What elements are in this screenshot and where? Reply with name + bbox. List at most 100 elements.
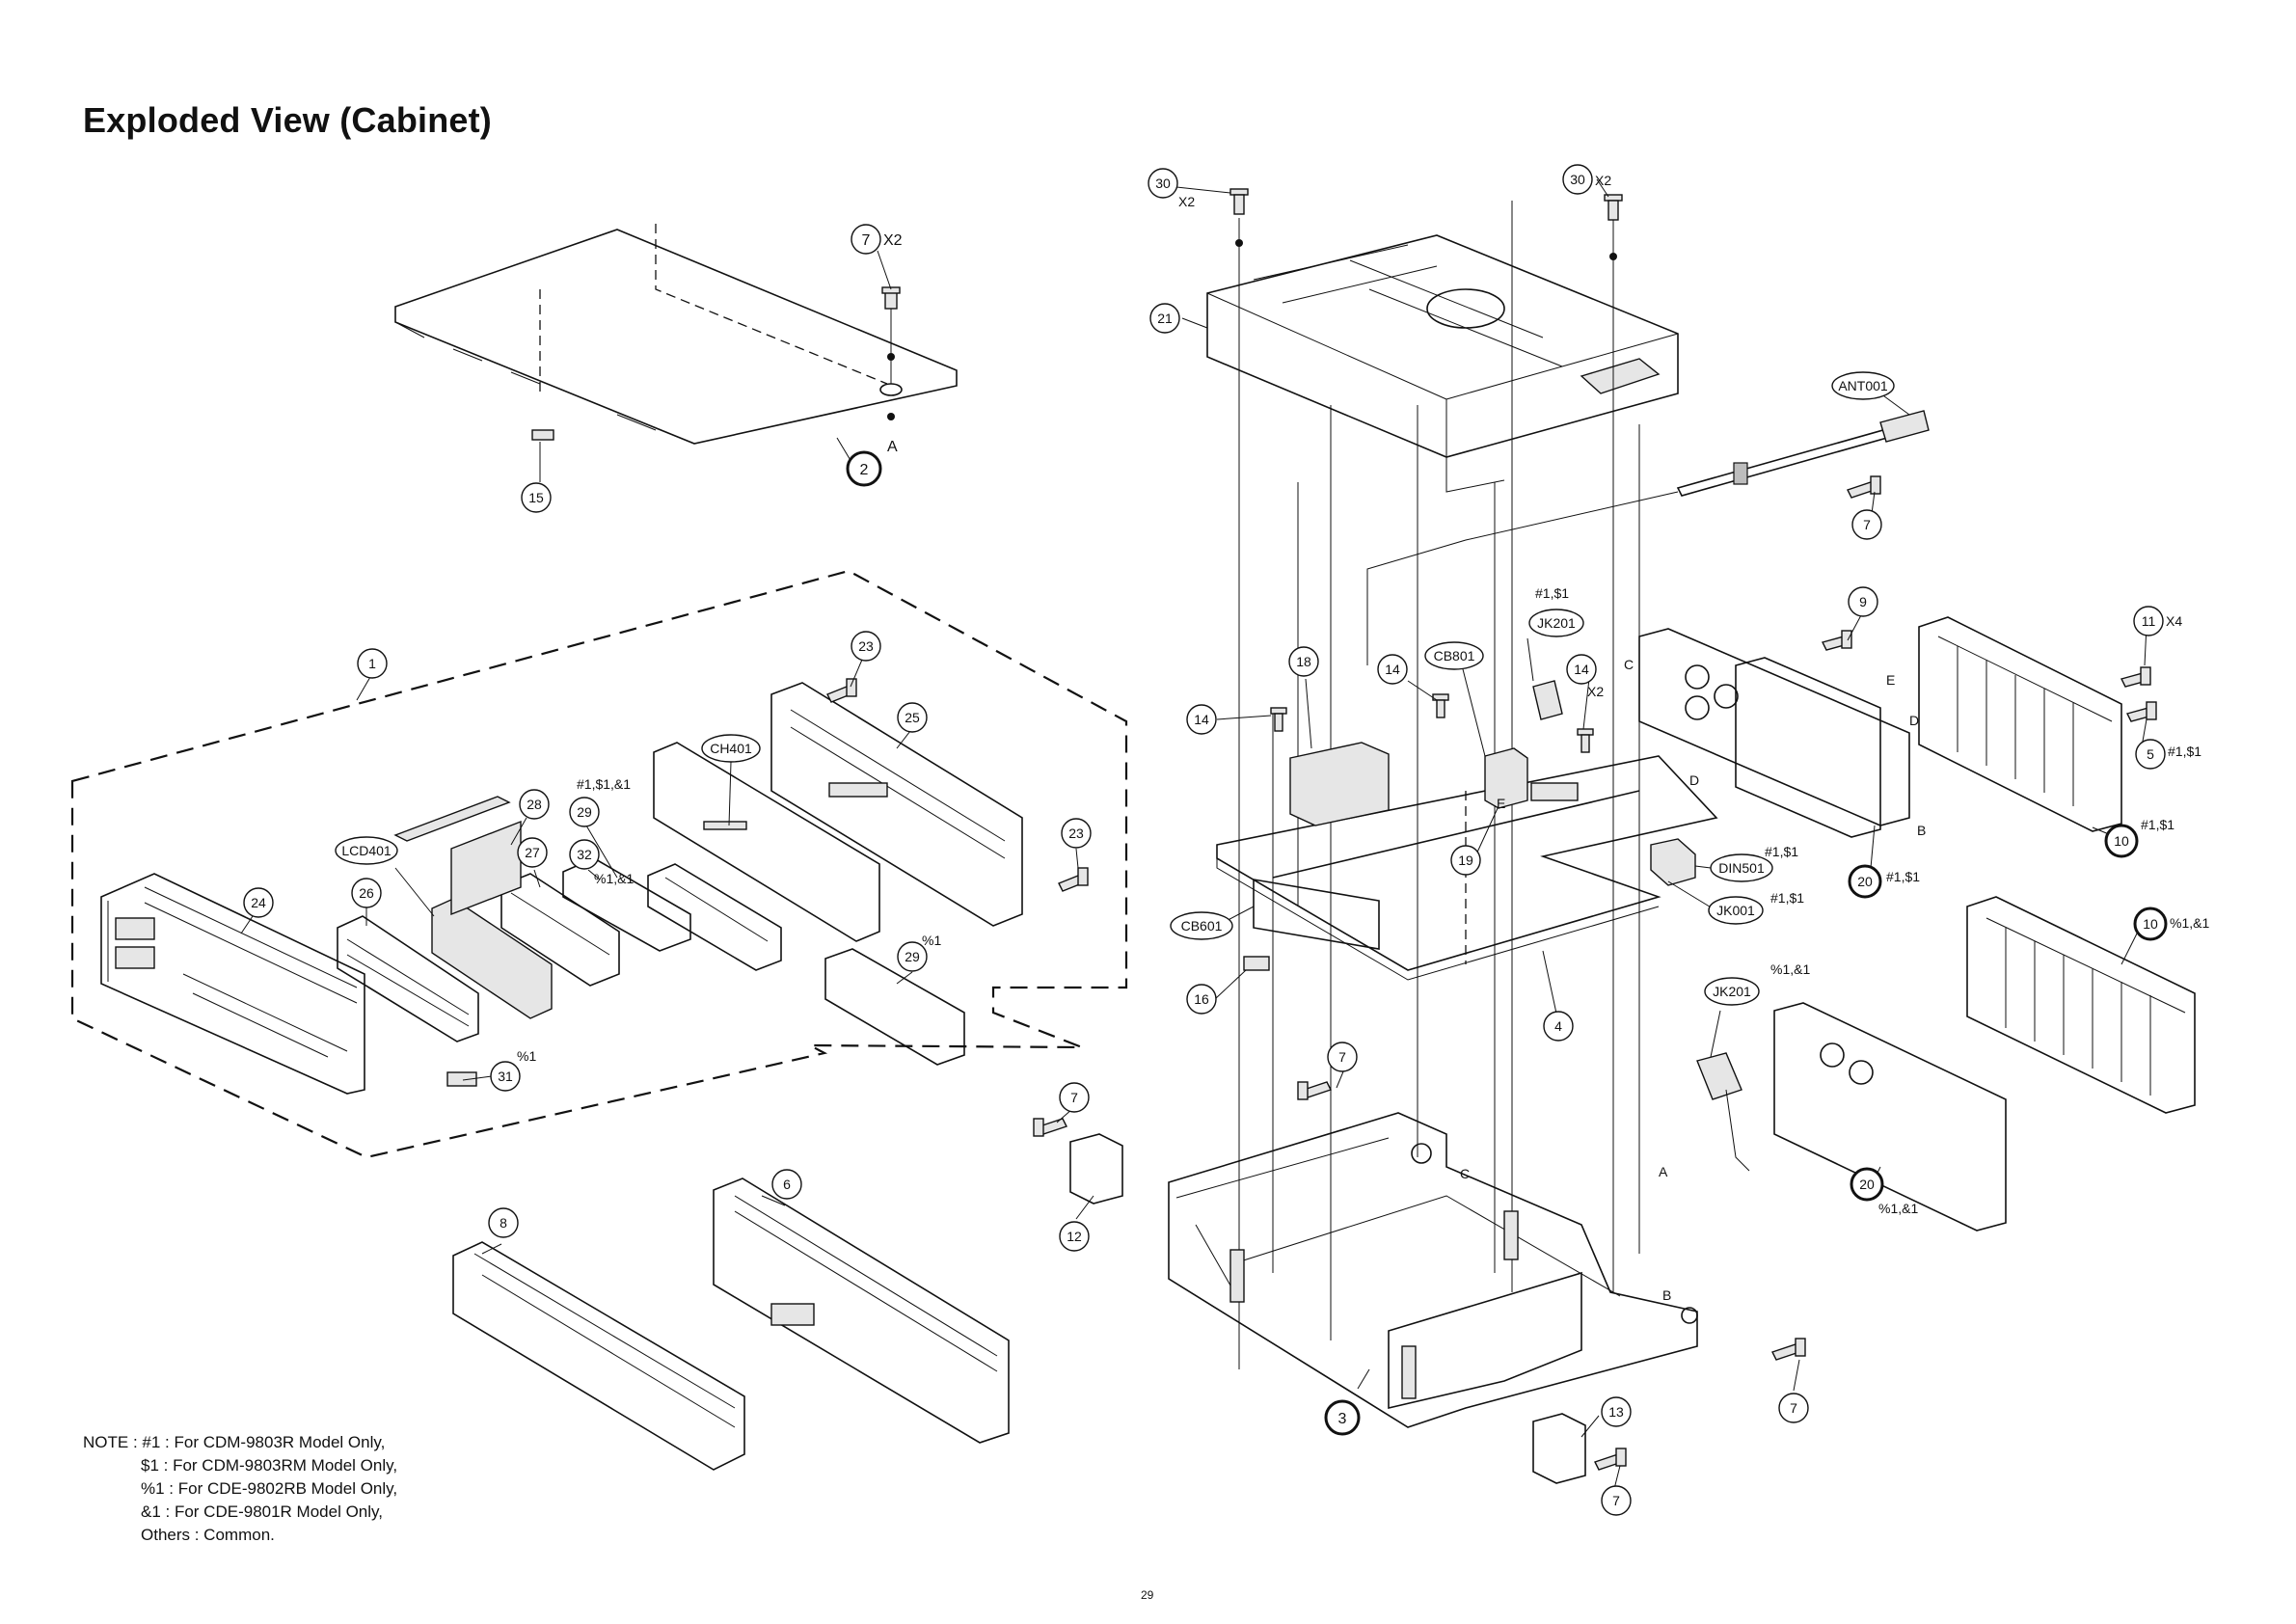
screw-icon xyxy=(826,678,857,703)
svg-text:7: 7 xyxy=(1070,1090,1078,1105)
svg-text:3: 3 xyxy=(1338,1411,1347,1427)
screw-icon xyxy=(1270,707,1287,732)
callout-19: 19 xyxy=(1450,845,1481,876)
svg-text:24: 24 xyxy=(251,895,266,910)
svg-text:8: 8 xyxy=(500,1215,507,1231)
front-nose-part xyxy=(100,873,365,1095)
shield-part xyxy=(1289,742,1390,826)
antenna-cable-part xyxy=(1366,410,1930,665)
screw-icon xyxy=(1821,630,1852,651)
rear-bracket-alt-part xyxy=(1773,1002,2007,1232)
callout-29: 29 xyxy=(569,797,600,827)
callout-20-b: 20%1,&1 xyxy=(1850,1167,1918,1216)
svg-text:X2: X2 xyxy=(1178,194,1195,209)
callout-23: 23 xyxy=(851,631,881,662)
lens-part xyxy=(500,873,620,987)
callout-23-right: 23 xyxy=(1061,818,1092,849)
note-line: Others : Common. xyxy=(141,1526,275,1544)
svg-text:4: 4 xyxy=(1554,1018,1562,1034)
chassis-part xyxy=(1168,1112,1698,1428)
model-mark-32b: %1,&1 xyxy=(594,871,634,886)
callout-10-a: 10 #1,$1 xyxy=(2104,817,2174,858)
svg-text:6: 6 xyxy=(783,1177,791,1192)
svg-text:JK201: JK201 xyxy=(1713,984,1751,999)
svg-text:20: 20 xyxy=(1859,1177,1875,1192)
callout-27: 27 xyxy=(517,837,548,868)
svg-text:%1,&1: %1,&1 xyxy=(2170,915,2209,931)
svg-text:#1,$1: #1,$1 xyxy=(2141,817,2174,832)
svg-text:31: 31 xyxy=(498,1069,513,1084)
ribbon-cable-part xyxy=(1253,879,1380,950)
svg-text:26: 26 xyxy=(359,885,374,901)
note-row: Others : Common. xyxy=(83,1524,397,1547)
callout-16: 16 xyxy=(1186,984,1217,1015)
svg-text:13: 13 xyxy=(1608,1404,1624,1420)
svg-text:5: 5 xyxy=(2147,746,2154,762)
ref-letter-c-chassis: C xyxy=(1460,1166,1470,1181)
callout-3: 3 xyxy=(1324,1399,1361,1436)
svg-text:23: 23 xyxy=(858,638,874,654)
svg-text:10: 10 xyxy=(2143,916,2158,932)
svg-text:10: 10 xyxy=(2114,833,2129,849)
ref-letter-b-chassis: B xyxy=(1662,1287,1671,1303)
callout-24: 24 xyxy=(243,887,274,918)
front-cover-part xyxy=(452,1241,745,1471)
note-row: NOTE : #1 : For CDM-9803R Model Only, xyxy=(83,1431,397,1454)
svg-text:15: 15 xyxy=(528,490,544,505)
note-prefix: NOTE : xyxy=(83,1433,138,1451)
svg-text:28: 28 xyxy=(527,797,542,812)
svg-text:27: 27 xyxy=(525,845,540,860)
front-panel-assembly xyxy=(70,569,1128,1159)
side-bracket-part xyxy=(1069,1133,1123,1204)
callout-jk201-alt: JK201 xyxy=(1704,977,1760,1006)
note-row: $1 : For CDM-9803RM Model Only, xyxy=(83,1454,397,1477)
callout-jk001: JK001 xyxy=(1708,896,1764,925)
note-line: $1 : For CDM-9803RM Model Only, xyxy=(141,1456,398,1475)
callout-21: 21 xyxy=(1149,303,1180,334)
heat-sink-part xyxy=(1918,616,2122,832)
jack-part xyxy=(1532,680,1563,720)
model-mark-jk001: #1,$1 xyxy=(1770,890,1804,906)
screw-icon xyxy=(1604,194,1623,221)
callout-4: 4 xyxy=(1543,1011,1574,1042)
svg-text:20: 20 xyxy=(1857,874,1873,889)
svg-text:29: 29 xyxy=(577,804,592,820)
lcd-part xyxy=(431,898,553,1019)
callout-31: 31 xyxy=(490,1061,521,1092)
callout-26: 26 xyxy=(351,878,382,908)
callout-28: 28 xyxy=(519,789,550,820)
pad-part xyxy=(446,1071,477,1087)
svg-text:32: 32 xyxy=(577,847,592,862)
svg-text:12: 12 xyxy=(1067,1229,1082,1244)
screw-icon xyxy=(1594,1448,1627,1471)
callout-14-a: 14 xyxy=(1377,654,1408,685)
svg-text:CH401: CH401 xyxy=(710,741,752,756)
pad-16-part xyxy=(1243,956,1270,971)
ref-letter-e: E xyxy=(1886,672,1895,688)
svg-text:JK201: JK201 xyxy=(1537,615,1576,631)
callout-8: 8 xyxy=(488,1207,519,1238)
callout-ant001: ANT001 xyxy=(1831,371,1895,400)
note-row: %1 : For CDE-9802RB Model Only, xyxy=(83,1477,397,1501)
holder-part xyxy=(647,863,782,971)
connector-part xyxy=(1484,747,1528,809)
panel-part xyxy=(653,742,880,942)
holder-lower-part xyxy=(824,948,965,1066)
model-mark-jk201b: %1,&1 xyxy=(1770,961,1810,977)
ref-letter-a: A xyxy=(887,439,898,455)
svg-text:LCD401: LCD401 xyxy=(341,843,392,858)
callout-20-a: 20#1,$1 xyxy=(1848,864,1920,899)
callout-32: 32 xyxy=(569,839,600,870)
svg-text:ANT001: ANT001 xyxy=(1838,378,1888,393)
svg-text:14: 14 xyxy=(1385,662,1400,677)
heat-sink-alt-part xyxy=(1966,896,2196,1114)
callout-7-antenna: 7 xyxy=(1851,509,1882,540)
svg-text:7: 7 xyxy=(1338,1049,1346,1065)
lcd-frame-part xyxy=(337,915,479,1042)
svg-text:CB801: CB801 xyxy=(1434,648,1475,663)
connector-cb801 xyxy=(1530,782,1579,801)
ref-letter-a-chassis: A xyxy=(1659,1164,1668,1179)
ref-letter-d: D xyxy=(1909,713,1919,728)
